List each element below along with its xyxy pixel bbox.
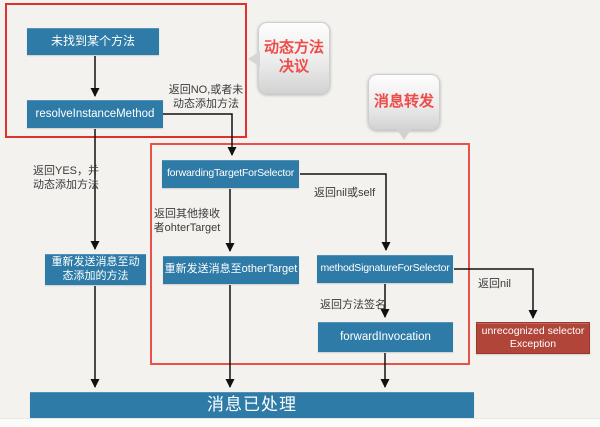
- node-resend-to-other-target: 重新发送消息至otherTarget: [163, 256, 299, 284]
- callout-message-forwarding: 消息转发: [368, 74, 440, 140]
- message-forwarding-region-border: [150, 143, 470, 365]
- edge-label-return-no: 返回NO,或者未 动态添加方法: [168, 84, 244, 111]
- dynamic-resolution-region-border: [5, 3, 247, 138]
- callout-message-forwarding-label: 消息转发: [373, 92, 434, 110]
- node-forwarding-target-for-selector: forwardingTargetForSelector: [162, 160, 299, 188]
- node-message-handled-bar: 消息已处理: [30, 392, 474, 418]
- callout-dynamic-method-resolution-label: 动态方法决议: [263, 39, 324, 75]
- node-resolve-instance-method: resolveInstanceMethod: [27, 100, 163, 128]
- node-unrecognized-selector-exception: unrecognized selector Exception: [476, 322, 590, 354]
- page-bottom-strip: [0, 418, 600, 427]
- node-forward-invocation: forwardInvocation: [318, 322, 453, 352]
- callout-tail-down: [396, 128, 412, 140]
- node-method-signature-for-selector: methodSignatureForSelector: [317, 255, 453, 283]
- edge-label-return-other-target: 返回其他接收 者ohterTarget: [153, 208, 221, 235]
- edge-label-return-nil: 返回nil: [478, 278, 512, 290]
- callout-dynamic-method-resolution: 动态方法决议: [248, 22, 330, 94]
- edge-label-return-nil-or-self: 返回nil或self: [314, 187, 376, 199]
- node-resend-to-dynamic-method: 重新发送消息至动 态添加的方法: [45, 254, 146, 285]
- callout-tail-left: [248, 51, 260, 67]
- node-method-not-found: 未找到某个方法: [27, 28, 159, 55]
- edge-label-return-yes: 返回YES，并 动态添加方法: [32, 165, 99, 192]
- edge-label-return-method-signature: 返回方法签名: [320, 299, 386, 311]
